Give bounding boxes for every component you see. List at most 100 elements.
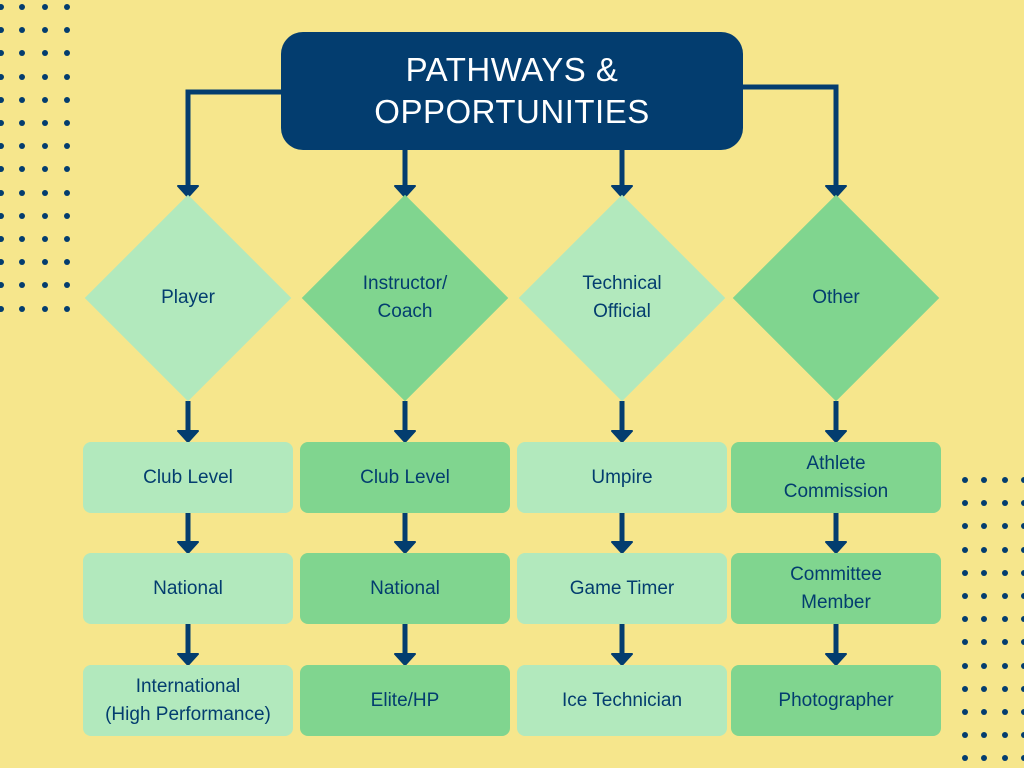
- dot: [19, 189, 25, 196]
- pathway-label: Instructor/ Coach: [362, 273, 448, 322]
- dot: [0, 212, 4, 219]
- dot: [1021, 500, 1024, 507]
- dot: [19, 259, 25, 266]
- dot: [981, 477, 987, 483]
- dot: [1002, 523, 1008, 530]
- pathway-step: Photographer: [731, 665, 941, 736]
- arrowhead-icon: [394, 541, 416, 554]
- dot: [1002, 662, 1008, 669]
- dot: [64, 189, 70, 196]
- dot: [1002, 500, 1008, 507]
- dot: [19, 120, 25, 126]
- dot: [1002, 732, 1008, 739]
- dot: [981, 500, 987, 507]
- dot: [1002, 639, 1008, 646]
- dot: [962, 500, 968, 507]
- dot: [1021, 732, 1024, 739]
- title-text: PATHWAYS & OPPORTUNITIES: [374, 51, 650, 130]
- dot: [0, 259, 4, 266]
- dot: [0, 236, 4, 242]
- dot: [1002, 755, 1008, 762]
- arrowhead-icon: [177, 185, 199, 198]
- dot: [962, 569, 968, 576]
- dot: [64, 27, 70, 34]
- arrowhead-icon: [394, 430, 416, 443]
- dot: [1002, 616, 1008, 623]
- dot: [1002, 546, 1008, 553]
- dot: [19, 305, 25, 312]
- arrowhead-icon: [177, 430, 199, 443]
- dot: [962, 639, 968, 646]
- dot: [0, 143, 4, 150]
- dot: [64, 166, 70, 173]
- pathway-step: International (High Performance): [83, 665, 293, 736]
- dot: [962, 593, 968, 599]
- arrowhead-icon: [825, 185, 847, 198]
- dot: [1021, 477, 1024, 483]
- page-title: PATHWAYS & OPPORTUNITIES: [281, 32, 743, 150]
- arrowhead-icon: [825, 653, 847, 666]
- arrowhead-icon: [177, 541, 199, 554]
- dot: [64, 73, 70, 80]
- pathway-label: Technical Official: [582, 273, 662, 322]
- dot: [1021, 593, 1024, 599]
- pathway-step: Game Timer: [517, 553, 727, 624]
- dot: [1021, 569, 1024, 576]
- arrowhead-icon: [825, 541, 847, 554]
- dot: [0, 189, 4, 196]
- dot: [981, 685, 987, 692]
- dot: [64, 259, 70, 266]
- dot: [1002, 685, 1008, 692]
- arrowhead-icon: [825, 430, 847, 443]
- arrow-line: [741, 84, 839, 185]
- dot: [981, 593, 987, 599]
- dot: [19, 236, 25, 242]
- dot: [0, 50, 4, 57]
- arrowhead-icon: [611, 541, 633, 554]
- dot: [962, 732, 968, 739]
- pathway-step: Ice Technician: [517, 665, 727, 736]
- pathway-step: Umpire: [517, 442, 727, 513]
- dot: [19, 166, 25, 173]
- dot: [1002, 477, 1008, 483]
- dot: [981, 569, 987, 576]
- dot: [42, 259, 48, 266]
- dot: [64, 236, 70, 242]
- pathway-step: Athlete Commission: [731, 442, 941, 513]
- dot: [42, 4, 48, 10]
- dot: [981, 709, 987, 715]
- dot: [64, 4, 70, 10]
- pathway-step: Club Level: [300, 442, 510, 513]
- dot: [42, 189, 48, 196]
- pathway-step: National: [300, 553, 510, 624]
- arrowhead-icon: [611, 430, 633, 443]
- arrow-line: [185, 89, 283, 185]
- arrowhead-icon: [177, 653, 199, 666]
- dot: [42, 305, 48, 312]
- dot: [981, 546, 987, 553]
- dot: [1021, 546, 1024, 553]
- dot: [0, 73, 4, 80]
- dot: [962, 662, 968, 669]
- dot: [981, 616, 987, 623]
- dot: [1021, 709, 1024, 715]
- dot: [42, 236, 48, 242]
- dot: [64, 96, 70, 103]
- dot: [42, 73, 48, 80]
- pathway-diamond: Technical Official: [518, 194, 726, 402]
- dot: [42, 96, 48, 103]
- dot: [962, 709, 968, 715]
- dot: [64, 50, 70, 57]
- dot: [19, 27, 25, 34]
- arrowhead-icon: [611, 185, 633, 198]
- dot: [1021, 685, 1024, 692]
- dot: [42, 120, 48, 126]
- dot: [19, 282, 25, 289]
- dot: [0, 96, 4, 103]
- dot: [1002, 709, 1008, 715]
- dot: [0, 282, 4, 289]
- dot: [64, 212, 70, 219]
- dot: [1002, 569, 1008, 576]
- arrowhead-icon: [394, 653, 416, 666]
